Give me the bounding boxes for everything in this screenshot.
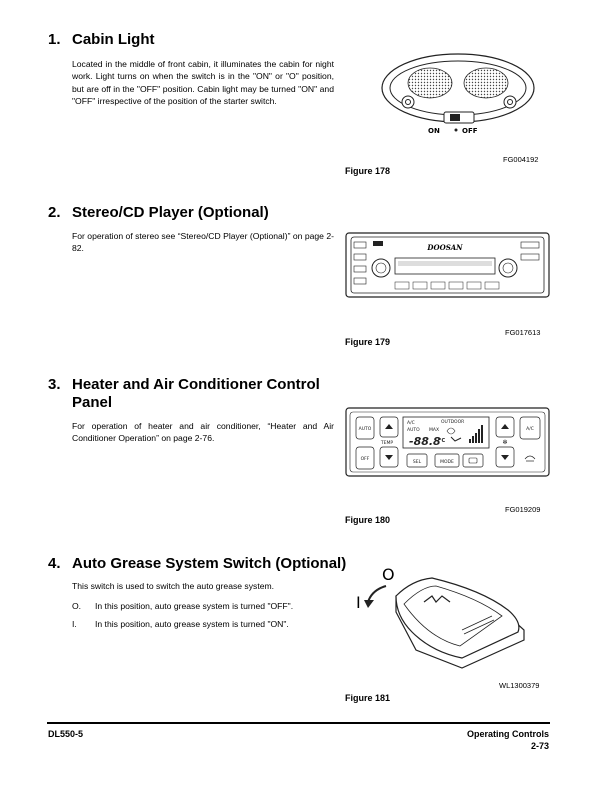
section-2-number: 2. (48, 204, 61, 221)
temp-label: TEMP (380, 440, 393, 446)
off-button-label: OFF (361, 456, 370, 462)
degree-unit: °C (439, 438, 446, 444)
figure-181-code: WL1300379 (499, 681, 540, 690)
footer-model: DL550-5 (48, 729, 84, 739)
item-i-marker: I. (72, 619, 77, 629)
section-1-body: Located in the middle of front cabin, it… (72, 59, 334, 107)
outdoor-label: OUTDOOR (441, 419, 464, 425)
stereo-illustration: DOOSAN (345, 232, 550, 298)
figure-180-code: FG019209 (505, 505, 541, 514)
section-4-intro: This switch is used to switch the auto g… (72, 581, 275, 591)
o-label: O (382, 565, 395, 584)
sel-button-label: SEL (413, 459, 422, 465)
section-1-number: 1. (48, 31, 61, 48)
figure-179-caption: Figure 179 (345, 337, 391, 347)
ac-display-label: A/C (407, 420, 415, 426)
item-i-text: In this position, auto grease system is … (95, 619, 289, 629)
section-3-number: 3. (48, 376, 61, 393)
svg-text:✻: ✻ (502, 439, 507, 446)
grease-switch-illustration: O I (356, 565, 525, 669)
figure-178-caption: Figure 178 (345, 166, 391, 176)
auto-button-label: AUTO (359, 426, 372, 432)
section-4-number: 4. (48, 555, 61, 572)
auto-display-label: AUTO (407, 427, 420, 433)
section-4-title: Auto Grease System Switch (Optional) (72, 555, 347, 572)
section-3-title-line1: Heater and Air Conditioner Control (72, 376, 320, 393)
section-3-body: For operation of heater and air conditio… (72, 421, 334, 444)
footer-section: Operating Controls (466, 729, 549, 739)
off-label: OFF (462, 127, 478, 135)
ac-button-label: A/C (526, 426, 534, 432)
footer-rule (47, 722, 550, 724)
figure-180-caption: Figure 180 (345, 515, 391, 525)
mode-button-label: MODE (440, 459, 454, 465)
section-3-title-line2: Panel (72, 394, 113, 411)
section-1-title: Cabin Light (72, 31, 155, 48)
stereo-brand: DOOSAN (426, 243, 463, 252)
figure-178-code: FG004192 (503, 155, 539, 164)
temp-digits: -88.8 (409, 435, 441, 448)
figure-179-code: FG017613 (505, 328, 541, 337)
section-2-title: Stereo/CD Player (Optional) (72, 204, 269, 221)
figure-181-caption: Figure 181 (345, 693, 391, 703)
cabin-light-illustration: ON OFF (381, 53, 535, 135)
section-2-body: For operation of stereo see “Stereo/CD P… (72, 231, 334, 254)
item-o-marker: O. (72, 601, 82, 611)
item-o-text: In this position, auto grease system is … (95, 601, 294, 611)
max-display-label: MAX (429, 427, 439, 433)
hvac-panel-illustration: AUTO OFF TEMP A/C AUTO MAX OUTDOOR -88.8… (345, 407, 550, 477)
i-label: I (356, 593, 361, 612)
on-label: ON (428, 127, 440, 135)
footer-page: 2-73 (530, 741, 549, 751)
